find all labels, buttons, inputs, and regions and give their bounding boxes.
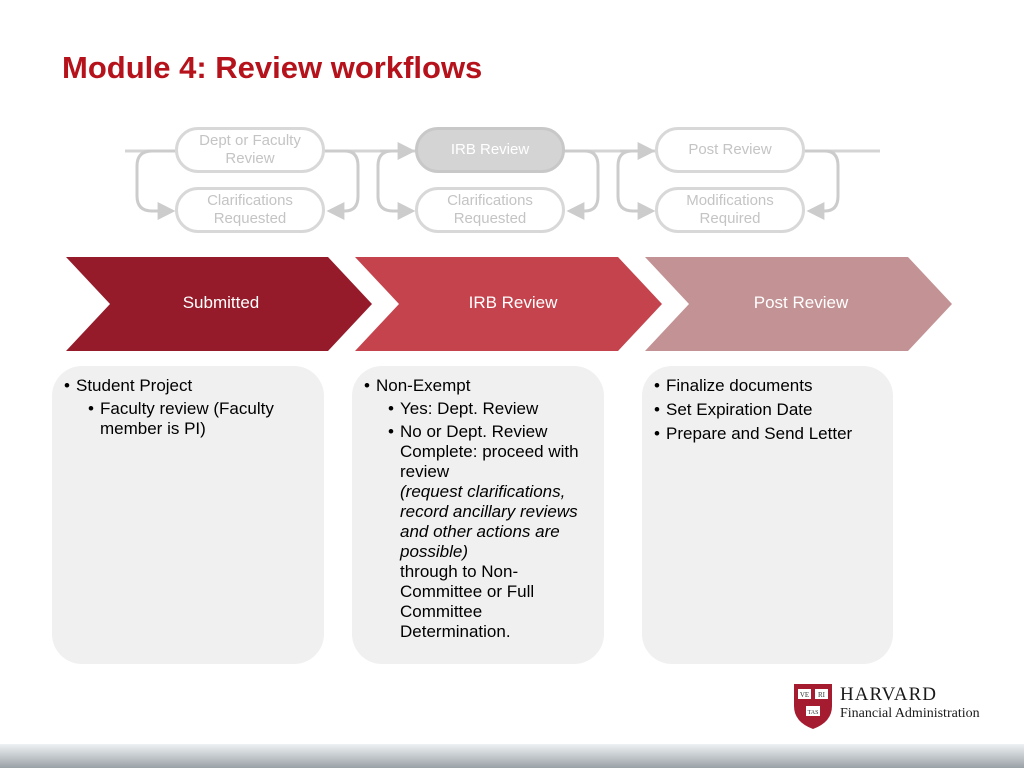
- list-item: Non-Exempt Yes: Dept. Review No or Dept.…: [364, 376, 590, 642]
- list-item: Set Expiration Date: [654, 400, 879, 420]
- pill-irb-review: IRB Review: [415, 127, 565, 173]
- pill-post-review: Post Review: [655, 127, 805, 173]
- list-item: Finalize documents: [654, 376, 879, 396]
- loop-right-right: [805, 149, 840, 220]
- list-item: Student Project Faculty review (Faculty …: [64, 376, 310, 439]
- loop-middle-right: [565, 149, 600, 220]
- list-item: Faculty review (Faculty member is PI): [88, 399, 310, 439]
- stage-label-post-review: Post Review: [753, 293, 849, 312]
- pill-clarifications-requested: Clarifications Requested: [175, 187, 325, 233]
- stage-label-submitted: Submitted: [182, 293, 260, 312]
- card-submitted: Student Project Faculty review (Faculty …: [52, 366, 324, 664]
- card-post-review: Finalize documents Set Expiration Date P…: [642, 366, 893, 664]
- list-item: Prepare and Send Letter: [654, 424, 879, 444]
- loop-middle: [376, 149, 416, 220]
- stage-label-irb-review: IRB Review: [468, 293, 558, 312]
- card-irb-review: Non-Exempt Yes: Dept. Review No or Dept.…: [352, 366, 604, 664]
- logo-subtitle: Financial Administration: [840, 706, 980, 721]
- footer-bar: [0, 744, 1024, 768]
- list-item: No or Dept. Review Complete: proceed wit…: [388, 422, 590, 642]
- loop-left: [135, 149, 176, 220]
- loop-right: [616, 149, 656, 220]
- harvard-logo: VE RI TAS HARVARD Financial Administrati…: [792, 682, 1012, 732]
- shield-icon: VE RI TAS: [794, 684, 832, 729]
- pill-modifications-required: Modifications Required: [655, 187, 805, 233]
- shield-text-ri: RI: [818, 691, 826, 699]
- logo-name: HARVARD: [840, 684, 937, 705]
- list-item: Yes: Dept. Review: [388, 399, 590, 419]
- pill-dept-faculty-review: Dept or Faculty Review: [175, 127, 325, 173]
- pill-clarifications-requested-2: Clarifications Requested: [415, 187, 565, 233]
- loop-left-right: [325, 149, 360, 220]
- note-tail: through to Non-Committee or Full Committ…: [400, 562, 535, 641]
- workflow-diagram: Dept or Faculty Review Clarifications Re…: [0, 0, 1024, 260]
- slide-title: Module 4: Review workflows: [62, 50, 483, 85]
- italic-note: (request clarifications, record ancillar…: [400, 482, 578, 561]
- shield-text-ve: VE: [800, 691, 809, 699]
- shield-text-tas: TAS: [808, 710, 819, 716]
